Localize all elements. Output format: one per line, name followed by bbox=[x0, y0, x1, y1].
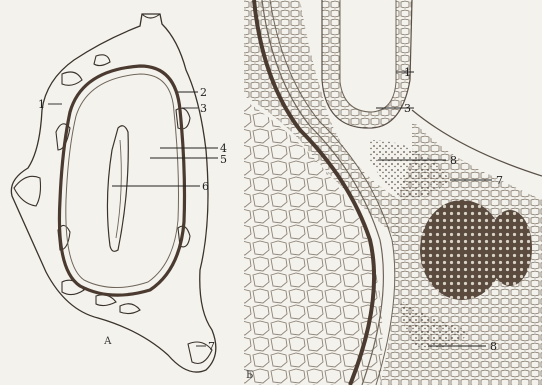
panel-b-letter: Б bbox=[246, 370, 253, 381]
label-a-6: 6 bbox=[202, 180, 209, 193]
label-a-7: 7 bbox=[208, 340, 215, 353]
label-b-1: 1 bbox=[404, 66, 411, 79]
panel-b-micrograph: 1 3 8 7 8 Б bbox=[244, 0, 542, 385]
label-a-2: 2 bbox=[200, 86, 207, 99]
panel-a-diagram: 1 2 3 4 5 6 7 А bbox=[11, 14, 227, 372]
vascular-ring-inner bbox=[66, 74, 179, 288]
label-b-8-lower: 8 bbox=[490, 340, 497, 353]
pith-cavity bbox=[107, 126, 128, 252]
label-a-1: 1 bbox=[38, 98, 45, 111]
vascular-ring-outer bbox=[59, 66, 184, 295]
vascular-bundle-small bbox=[488, 210, 532, 286]
pith-cavity-inner bbox=[116, 140, 121, 238]
label-a-5: 5 bbox=[220, 153, 227, 166]
epidermis-inner bbox=[340, 0, 396, 112]
label-b-7: 7 bbox=[496, 174, 503, 187]
panel-a-letter: А bbox=[104, 336, 112, 347]
label-b-8-upper: 8 bbox=[450, 154, 457, 167]
label-a-3: 3 bbox=[200, 102, 207, 115]
label-b-3: 3 bbox=[404, 102, 411, 115]
